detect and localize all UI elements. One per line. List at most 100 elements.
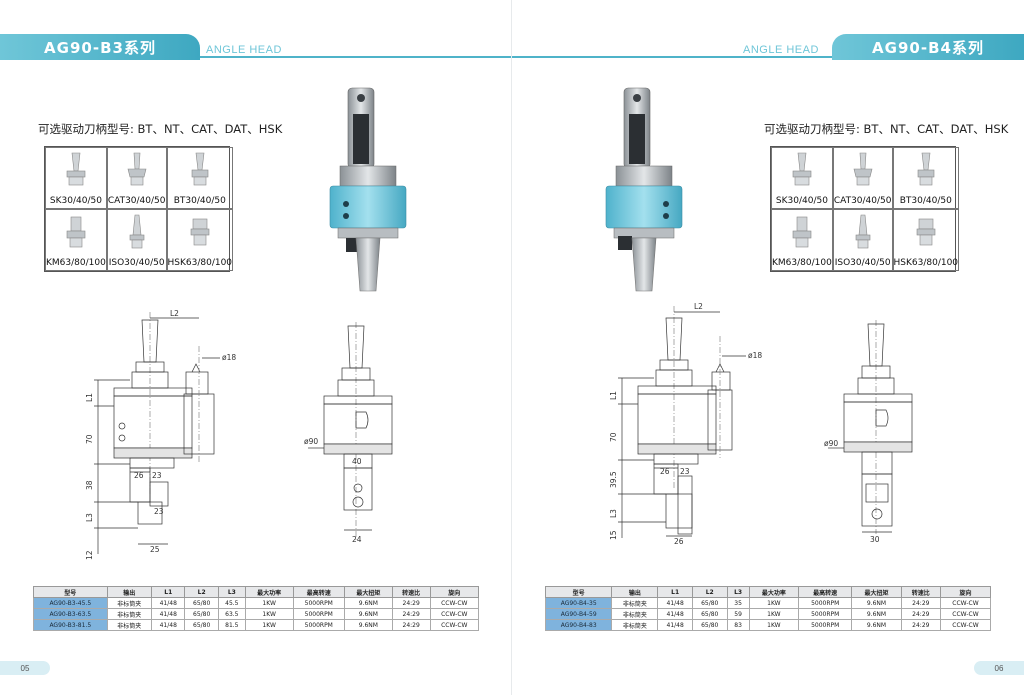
shank-cat-icon [127,152,147,186]
dim-70: 70 [85,434,94,444]
dim-30: 30 [870,535,880,544]
cell: 59 [726,608,750,620]
col-model: 型号 [544,586,613,598]
cell: 65/80 [184,597,219,609]
cell: 24:29 [391,597,431,609]
col-l3: L3 [726,586,750,598]
spec-table: 型号 输出 L1 L2 L3 最大功率 最高转速 最大扭矩 转速比 旋向 AG9… [33,586,480,631]
col-output: 输出 [106,586,153,598]
page-number: 06 [974,661,1024,675]
spec-table: 型号 输出 L1 L2 L3 最大功率 最高转速 最大扭矩 转速比 旋向 AG9… [544,586,992,631]
cell-model: AG90-B4-83 [544,619,613,631]
cell: 非标筒夹 [106,608,153,620]
shank-cell: ISO30/40/50 [106,209,167,271]
dim-l1: L1 [85,393,94,402]
dim-l1: L1 [609,391,618,400]
cell: 63.5 [217,608,246,620]
cell: 非标筒夹 [106,597,153,609]
cell: 5000RPM [798,608,853,620]
col-l2: L2 [184,586,219,598]
cell: 41/48 [657,597,693,609]
shank-iso-icon [129,214,144,249]
shank-cat-icon [853,152,873,186]
shank-label: ISO30/40/50 [834,258,891,268]
cell: 24:29 [391,619,431,631]
col-l3: L3 [217,586,246,598]
cell: 35 [726,597,750,609]
shank-cell: SK30/40/50 [45,147,107,209]
page-number: 05 [0,661,50,675]
shank-hsk-icon [190,218,210,246]
dim-d18: ø18 [748,351,762,360]
shank-label: BT30/40/50 [899,196,952,206]
dim-26: 26 [134,471,144,480]
cell-model: AG90-B4-59 [544,608,613,620]
cell: 65/80 [691,597,728,609]
drawing-side-b3: ø90 40 24 [304,322,393,544]
col-output: 输出 [611,586,659,598]
series-title: AG90-B3系列 [0,34,200,60]
table-row: AG90-B3-63.5 非标筒夹 41/48 65/80 63.5 1KW 5… [33,608,480,620]
cell: CCW-CW [939,608,992,620]
cell: CCW-CW [429,608,480,620]
drawing-side-b4: ø90 30 [824,320,913,544]
shank-cell: KM63/80/100 [45,209,107,271]
table-row: AG90-B4-83 非标筒夹 41/48 65/80 83 1KW 5000R… [544,619,992,631]
cell: 41/48 [151,608,186,620]
cell: 1KW [244,608,294,620]
dim-70: 70 [609,432,618,442]
cell: CCW-CW [939,597,992,609]
table-row: AG90-B4-59 非标筒夹 41/48 65/80 59 1KW 5000R… [544,608,992,620]
col-model: 型号 [33,586,108,598]
cell: 41/48 [657,608,693,620]
cell: 81.5 [217,619,246,631]
dim-23: 23 [152,471,162,480]
col-power: 最大功率 [244,586,294,598]
cell-model: AG90-B3-63.5 [33,608,108,620]
shank-label: SK30/40/50 [775,196,828,206]
cell: 9.6NM [851,597,902,609]
dim-12: 12 [85,550,94,560]
dim-d90: ø90 [304,437,318,446]
cell: 1KW [748,597,800,609]
col-l2: L2 [691,586,728,598]
shank-grid: SK30/40/50 CAT30/40/50 BT30/40/50 KM63/8… [44,146,234,272]
table-row: AG90-B4-35 非标筒夹 41/48 65/80 35 1KW 5000R… [544,597,992,609]
page-right: ANGLE HEAD AG90-B4系列 可选驱动刀柄型号: BT、NT、CAT… [512,0,1024,695]
shank-cell: HSK63/80/100 [892,209,960,271]
page-left: AG90-B3系列 ANGLE HEAD 可选驱动刀柄型号: BT、NT、CAT… [0,34,512,675]
cell: CCW-CW [429,597,480,609]
cell: 非标筒夹 [106,619,153,631]
table-row: AG90-B3-81.5 非标筒夹 41/48 65/80 81.5 1KW 5… [33,619,480,631]
col-rotation: 旋向 [939,586,992,598]
cell: 5000RPM [292,619,345,631]
dim-23b: 23 [154,507,164,516]
shank-label: HSK63/80/100 [167,258,233,268]
col-l1: L1 [657,586,693,598]
cell: 9.6NM [343,597,393,609]
shank-sk-icon [792,152,812,186]
series-title: AG90-B4系列 [832,34,1024,60]
cell: 41/48 [657,619,693,631]
dim-d90: ø90 [824,439,838,448]
shank-label: CAT30/40/50 [107,196,166,206]
shank-iso-icon [855,214,870,249]
shank-label: KM63/80/100 [46,258,106,268]
drawing-front-b3: L2 ø18 L1 70 38 L3 26 23 23 25 12 [85,309,236,560]
shank-km-icon [792,216,812,248]
cell: 41/48 [151,597,186,609]
col-torque: 最大扭矩 [343,586,393,598]
shank-options-title: 可选驱动刀柄型号: BT、NT、CAT、DAT、HSK [764,122,1009,136]
dim-l3: L3 [85,513,94,522]
dim-38: 38 [85,480,94,490]
shank-bt-icon [917,152,935,186]
col-speed: 最高转速 [798,586,853,598]
table-header: 型号 输出 L1 L2 L3 最大功率 最高转速 最大扭矩 转速比 旋向 [544,586,992,598]
shank-cell: CAT30/40/50 [106,147,167,209]
cell: 24:29 [900,597,941,609]
shank-options-title: 可选驱动刀柄型号: BT、NT、CAT、DAT、HSK [38,122,283,136]
cell: 24:29 [900,608,941,620]
col-ratio: 转速比 [391,586,431,598]
header-line [512,56,1024,58]
shank-cell: ISO30/40/50 [832,209,893,271]
